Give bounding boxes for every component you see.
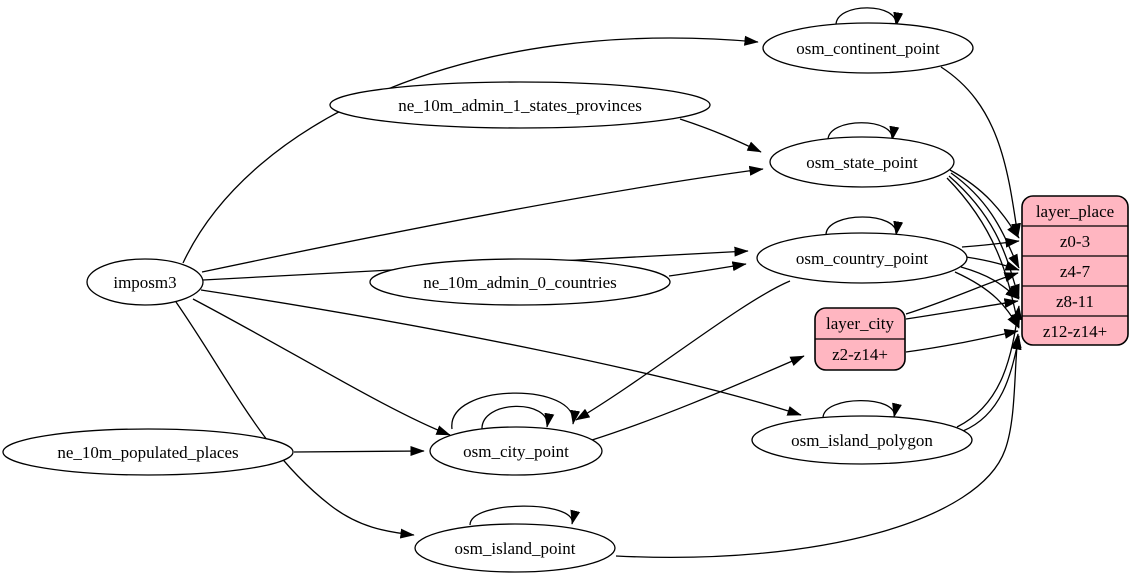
node-osm-continent-point-label: osm_continent_point <box>796 39 940 58</box>
node-osm-country-point-label: osm_country_point <box>796 249 928 268</box>
node-imposm3-label: imposm3 <box>113 273 176 292</box>
edge-imposm3-to-osm-island-point <box>175 301 415 539</box>
edge-self-loop-osm-state-point <box>827 122 900 141</box>
edge-osm-island-point-to-layer-place-z12-z14 <box>615 333 1022 559</box>
node-osm-city-point-shape <box>429 426 603 476</box>
node-osm-continent-point-shape <box>762 22 974 74</box>
record-layer-city-title: layer_city <box>826 314 894 333</box>
edge-self-loop-osm-island-point <box>469 505 581 526</box>
record-layer-place-title: layer_place <box>1036 202 1114 221</box>
node-osm-city-point-label: osm_city_point <box>463 442 569 461</box>
edge-ne-10m-populated-places-to-osm-city-point <box>293 445 425 457</box>
node-ne-10m-admin-0-countries-shape <box>369 258 671 306</box>
edge-self-loop-inner-osm-city-point <box>481 405 555 431</box>
edge-self-loop-outer-osm-city-point <box>451 392 581 430</box>
node-osm-island-polygon-shape <box>751 415 973 465</box>
node-ne-10m-populated-places: ne_10m_populated_places <box>2 428 294 476</box>
edge-imposm3-to-osm-continent-point <box>182 35 759 264</box>
edge-ne-10m-admin-0-countries-to-osm-country-point <box>668 261 747 277</box>
node-osm-country-point-shape <box>756 232 968 284</box>
edge-osm-state-point-to-layer-place-z8-11 <box>948 175 1020 299</box>
node-osm-state-point: osm_state_point <box>769 136 955 188</box>
edge-self-loop-osm-country-point <box>825 216 904 236</box>
edge-ne-10m-admin-1-states-provinces-to-osm-state-point <box>679 118 762 153</box>
node-osm-state-point-label: osm_state_point <box>806 153 918 172</box>
record-layer-place: layer_place z0-3 z4-7 z8-11 z12-z14+ <box>1021 195 1129 346</box>
edge-osm-country-point-to-layer-place-z12-z14 <box>954 271 1020 329</box>
edge-layer-city-to-layer-place-z12-z14 <box>905 328 1019 353</box>
record-layer-place-row-z8-11: z8-11 <box>1056 292 1094 311</box>
node-osm-city-point: osm_city_point <box>429 426 603 476</box>
edge-imposm3-to-osm-island-polygon <box>200 289 802 416</box>
node-osm-island-point-shape <box>414 523 616 573</box>
node-imposm3-shape <box>86 258 204 306</box>
record-layer-place-box <box>1021 195 1129 346</box>
edge-osm-state-point-to-layer-place-z0-3 <box>949 169 1020 239</box>
node-osm-island-polygon-label: osm_island_polygon <box>791 431 933 450</box>
edge-self-loop-osm-island-polygon <box>822 399 902 419</box>
edge-osm-country-point-to-layer-place-z8-11 <box>960 266 1020 300</box>
edge-layer-city-to-layer-place-z4-7 <box>905 272 1019 315</box>
node-osm-island-point: osm_island_point <box>414 523 616 573</box>
edge-imposm3-to-osm-city-point <box>192 298 451 436</box>
node-osm-continent-point: osm_continent_point <box>762 22 974 74</box>
edge-osm-continent-point-to-layer-place-z0-3 <box>940 66 1021 238</box>
edge-osm-country-point-to-osm-city-point <box>575 280 791 421</box>
node-osm-state-point-shape <box>769 136 955 188</box>
node-ne-10m-admin-0-countries: ne_10m_admin_0_countries <box>369 258 671 306</box>
edges <box>175 7 1023 559</box>
node-ne-10m-admin-1-states-provinces-shape <box>329 81 711 129</box>
edge-osm-country-point-to-layer-place-z4-7 <box>965 256 1020 271</box>
node-ne-10m-populated-places-label: ne_10m_populated_places <box>57 443 238 462</box>
edge-layer-city-to-layer-place-z8-11 <box>905 298 1019 320</box>
node-ne-10m-populated-places-shape <box>2 428 294 476</box>
node-imposm3: imposm3 <box>86 258 204 306</box>
record-layer-place-row-z4-7: z4-7 <box>1060 262 1091 281</box>
edge-osm-country-point-to-layer-place-z0-3 <box>961 237 1020 248</box>
record-layer-city-row-z2-z14: z2-z14+ <box>832 345 888 364</box>
node-ne-10m-admin-0-countries-label: ne_10m_admin_0_countries <box>423 273 617 292</box>
edge-osm-state-point-to-layer-place-z4-7 <box>950 172 1020 269</box>
nodes: imposm3 ne_10m_admin_1_states_provinces … <box>2 22 974 573</box>
node-osm-island-polygon: osm_island_polygon <box>751 415 973 465</box>
edge-osm-island-polygon-to-layer-place-z8-11 <box>956 305 1023 428</box>
node-osm-island-point-label: osm_island_point <box>455 539 576 558</box>
edge-self-loop-osm-continent-point <box>835 7 904 27</box>
node-ne-10m-admin-1-states-provinces: ne_10m_admin_1_states_provinces <box>329 81 711 129</box>
edge-osm-city-point-to-layer-city <box>591 355 805 441</box>
record-layer-place-row-z0-3: z0-3 <box>1060 232 1090 251</box>
node-ne-10m-admin-1-states-provinces-label: ne_10m_admin_1_states_provinces <box>398 96 642 115</box>
edge-imposm3-to-osm-state-point <box>201 165 764 273</box>
record-layer-city: layer_city z2-z14+ <box>814 307 906 371</box>
record-layer-place-row-z12-z14: z12-z14+ <box>1043 322 1107 341</box>
node-osm-country-point: osm_country_point <box>756 232 968 284</box>
